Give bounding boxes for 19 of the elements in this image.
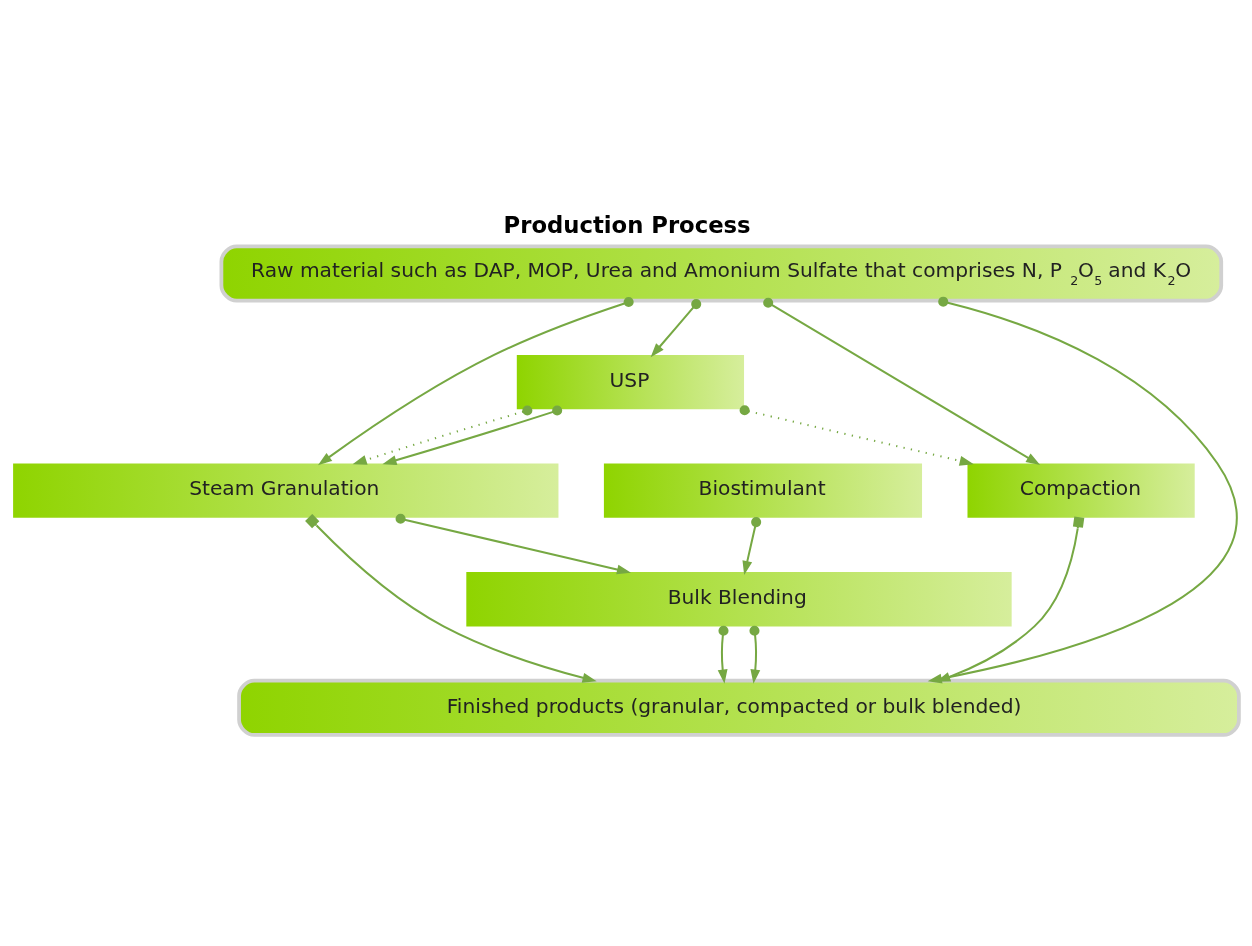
diagram-title: Production Process [503,212,751,239]
node-box: Bulk Blending [466,572,1012,627]
arrow [749,625,761,684]
arrow [382,405,563,465]
node-box: Steam Granulation [13,463,559,518]
arrow [317,297,634,466]
node-box: Finished products (granular, compacted or bulk blended) [237,678,1241,737]
arrow [742,517,762,576]
node-box: Raw material such as DAP, MOP, Urea and Amonium Sulfate that comprises N, P$_{2}$O$_{5}$ and K$_{2}$O [219,244,1224,303]
node-box: Biostimulant [603,463,923,518]
arrow [717,625,729,684]
node-box: USP [516,354,745,410]
arrow [739,405,974,466]
arrow [352,405,533,465]
arrow [650,299,702,358]
arrow [305,513,597,683]
node-box: Compaction [967,463,1195,518]
arrow [763,297,1041,465]
arrow [395,513,632,575]
